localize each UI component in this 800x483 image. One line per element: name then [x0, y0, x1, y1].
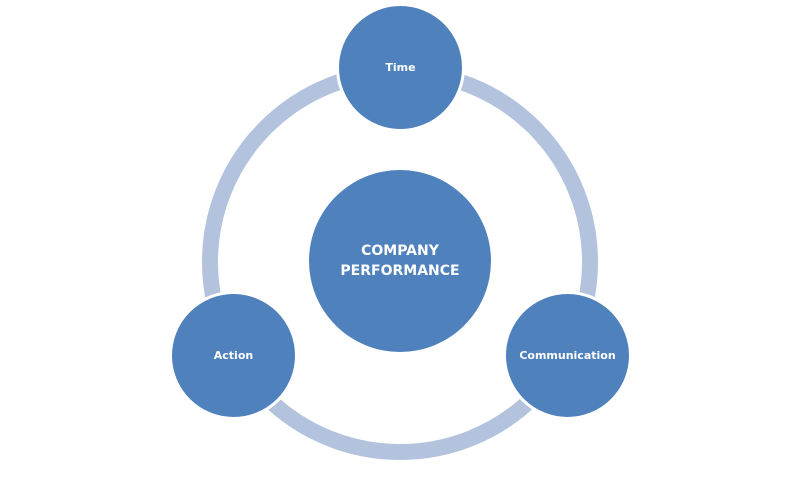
center-label-line2: PERFORMANCE	[340, 263, 460, 279]
time-label: Time	[385, 61, 416, 74]
action-label: Action	[213, 349, 254, 362]
time-node: Time	[336, 3, 465, 132]
company-performance-node: COMPANY PERFORMANCE	[309, 170, 491, 352]
center-label-line1: COMPANY	[361, 243, 439, 259]
communication-node: Communication	[503, 291, 632, 420]
communication-label: Communication	[519, 349, 616, 362]
action-node: Action	[169, 291, 298, 420]
